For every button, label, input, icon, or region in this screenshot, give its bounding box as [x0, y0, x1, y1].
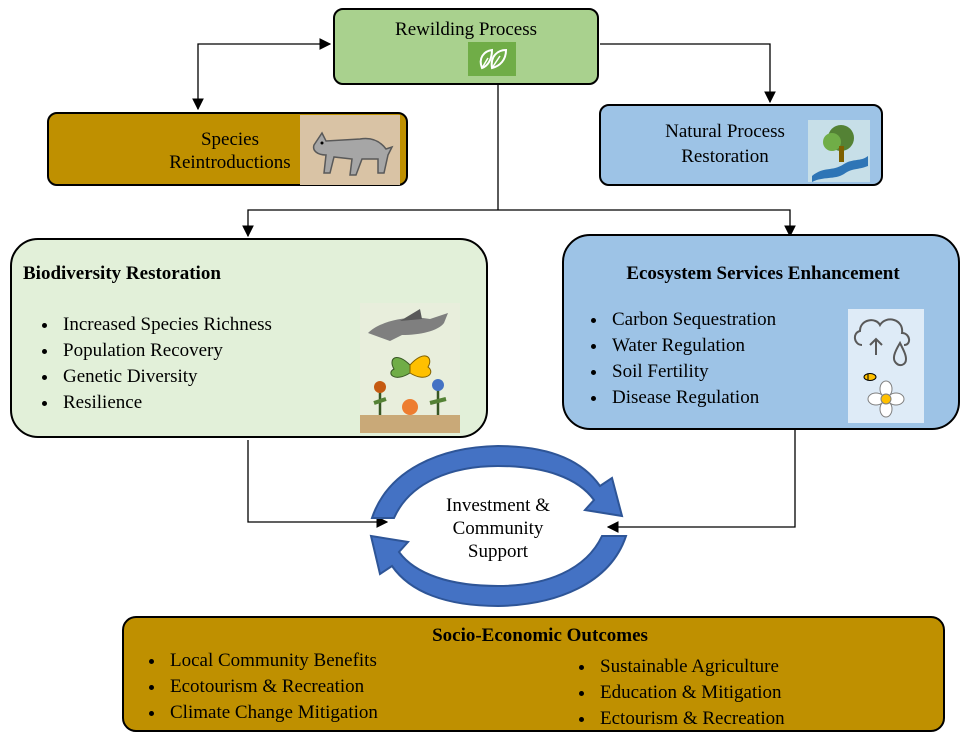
ecosystem-title: Ecosystem Services Enhancement: [626, 263, 900, 284]
cloud-rain-icon: [848, 309, 924, 423]
investment-line2: Community: [452, 518, 544, 539]
rewilding-process-label: Rewilding Process: [395, 19, 537, 40]
flowers-shape: [360, 379, 460, 433]
wolf-icon: [300, 115, 400, 185]
species-reintroductions-line2: Reintroductions: [169, 152, 291, 173]
ecosystem-list-item: Disease Regulation: [608, 385, 868, 411]
connector-branch-biodiversity: [242, 209, 498, 238]
ecosystem-list: Carbon SequestrationWater RegulationSoil…: [578, 307, 868, 411]
ecosystem-list-item: Water Regulation: [608, 333, 868, 359]
ecosystem-list-item: Carbon Sequestration: [608, 307, 868, 333]
biodiversity-list-item: Resilience: [59, 390, 379, 416]
biodiversity-list-item: Genetic Diversity: [59, 364, 379, 390]
butterfly-shape: [390, 355, 432, 378]
bird-icon: [360, 303, 460, 433]
connector-rewilding-natural: [600, 43, 776, 104]
natural-process-line2: Restoration: [681, 146, 769, 167]
species-reintroductions-line1: Species: [200, 129, 260, 150]
cycle-arrow-top: [370, 444, 624, 519]
socio-left-list-item: Climate Change Mitigation: [166, 700, 466, 726]
ecosystem-list-item: Soil Fertility: [608, 359, 868, 385]
daisy-shape: [867, 380, 905, 418]
connector-biodiversity-investment: [247, 440, 389, 528]
connector-ecosystem-investment: [606, 430, 796, 533]
biodiversity-list-item: Increased Species Richness: [59, 312, 379, 338]
natural-process-line1: Natural Process: [665, 121, 785, 142]
socio-right-list-item: Ectourism & Recreation: [596, 706, 896, 732]
tree-river-icon: [808, 120, 870, 182]
investment-line1: Investment &: [446, 495, 550, 516]
socio-economic-title: Socio-Economic Outcomes: [432, 625, 648, 646]
connector-rewilding-species: [192, 38, 332, 111]
socio-economic-outcomes-box: [122, 616, 945, 732]
biodiversity-title: Biodiversity Restoration: [23, 263, 221, 284]
cycle-arrow-bottom: [369, 534, 628, 608]
socio-right-list-item: Sustainable Agriculture: [596, 654, 896, 680]
cycle-arrows: [369, 444, 628, 608]
investment-line3: Support: [467, 541, 529, 562]
biodiversity-list-item: Population Recovery: [59, 338, 379, 364]
socio-left-list-item: Local Community Benefits: [166, 648, 466, 674]
biodiversity-list: Increased Species RichnessPopulation Rec…: [29, 312, 379, 416]
leaf-icon: [468, 42, 516, 76]
socio-right-list: Sustainable AgricultureEducation & Mitig…: [566, 654, 896, 732]
socio-right-list-item: Education & Mitigation: [596, 680, 896, 706]
bird-shape: [368, 309, 448, 341]
socio-left-list: Local Community BenefitsEcotourism & Rec…: [136, 648, 466, 726]
rewilding-process-box: [333, 8, 599, 85]
connector-branch-ecosystem: [498, 209, 796, 238]
socio-left-list-item: Ecotourism & Recreation: [166, 674, 466, 700]
bee-shape: [863, 373, 877, 381]
